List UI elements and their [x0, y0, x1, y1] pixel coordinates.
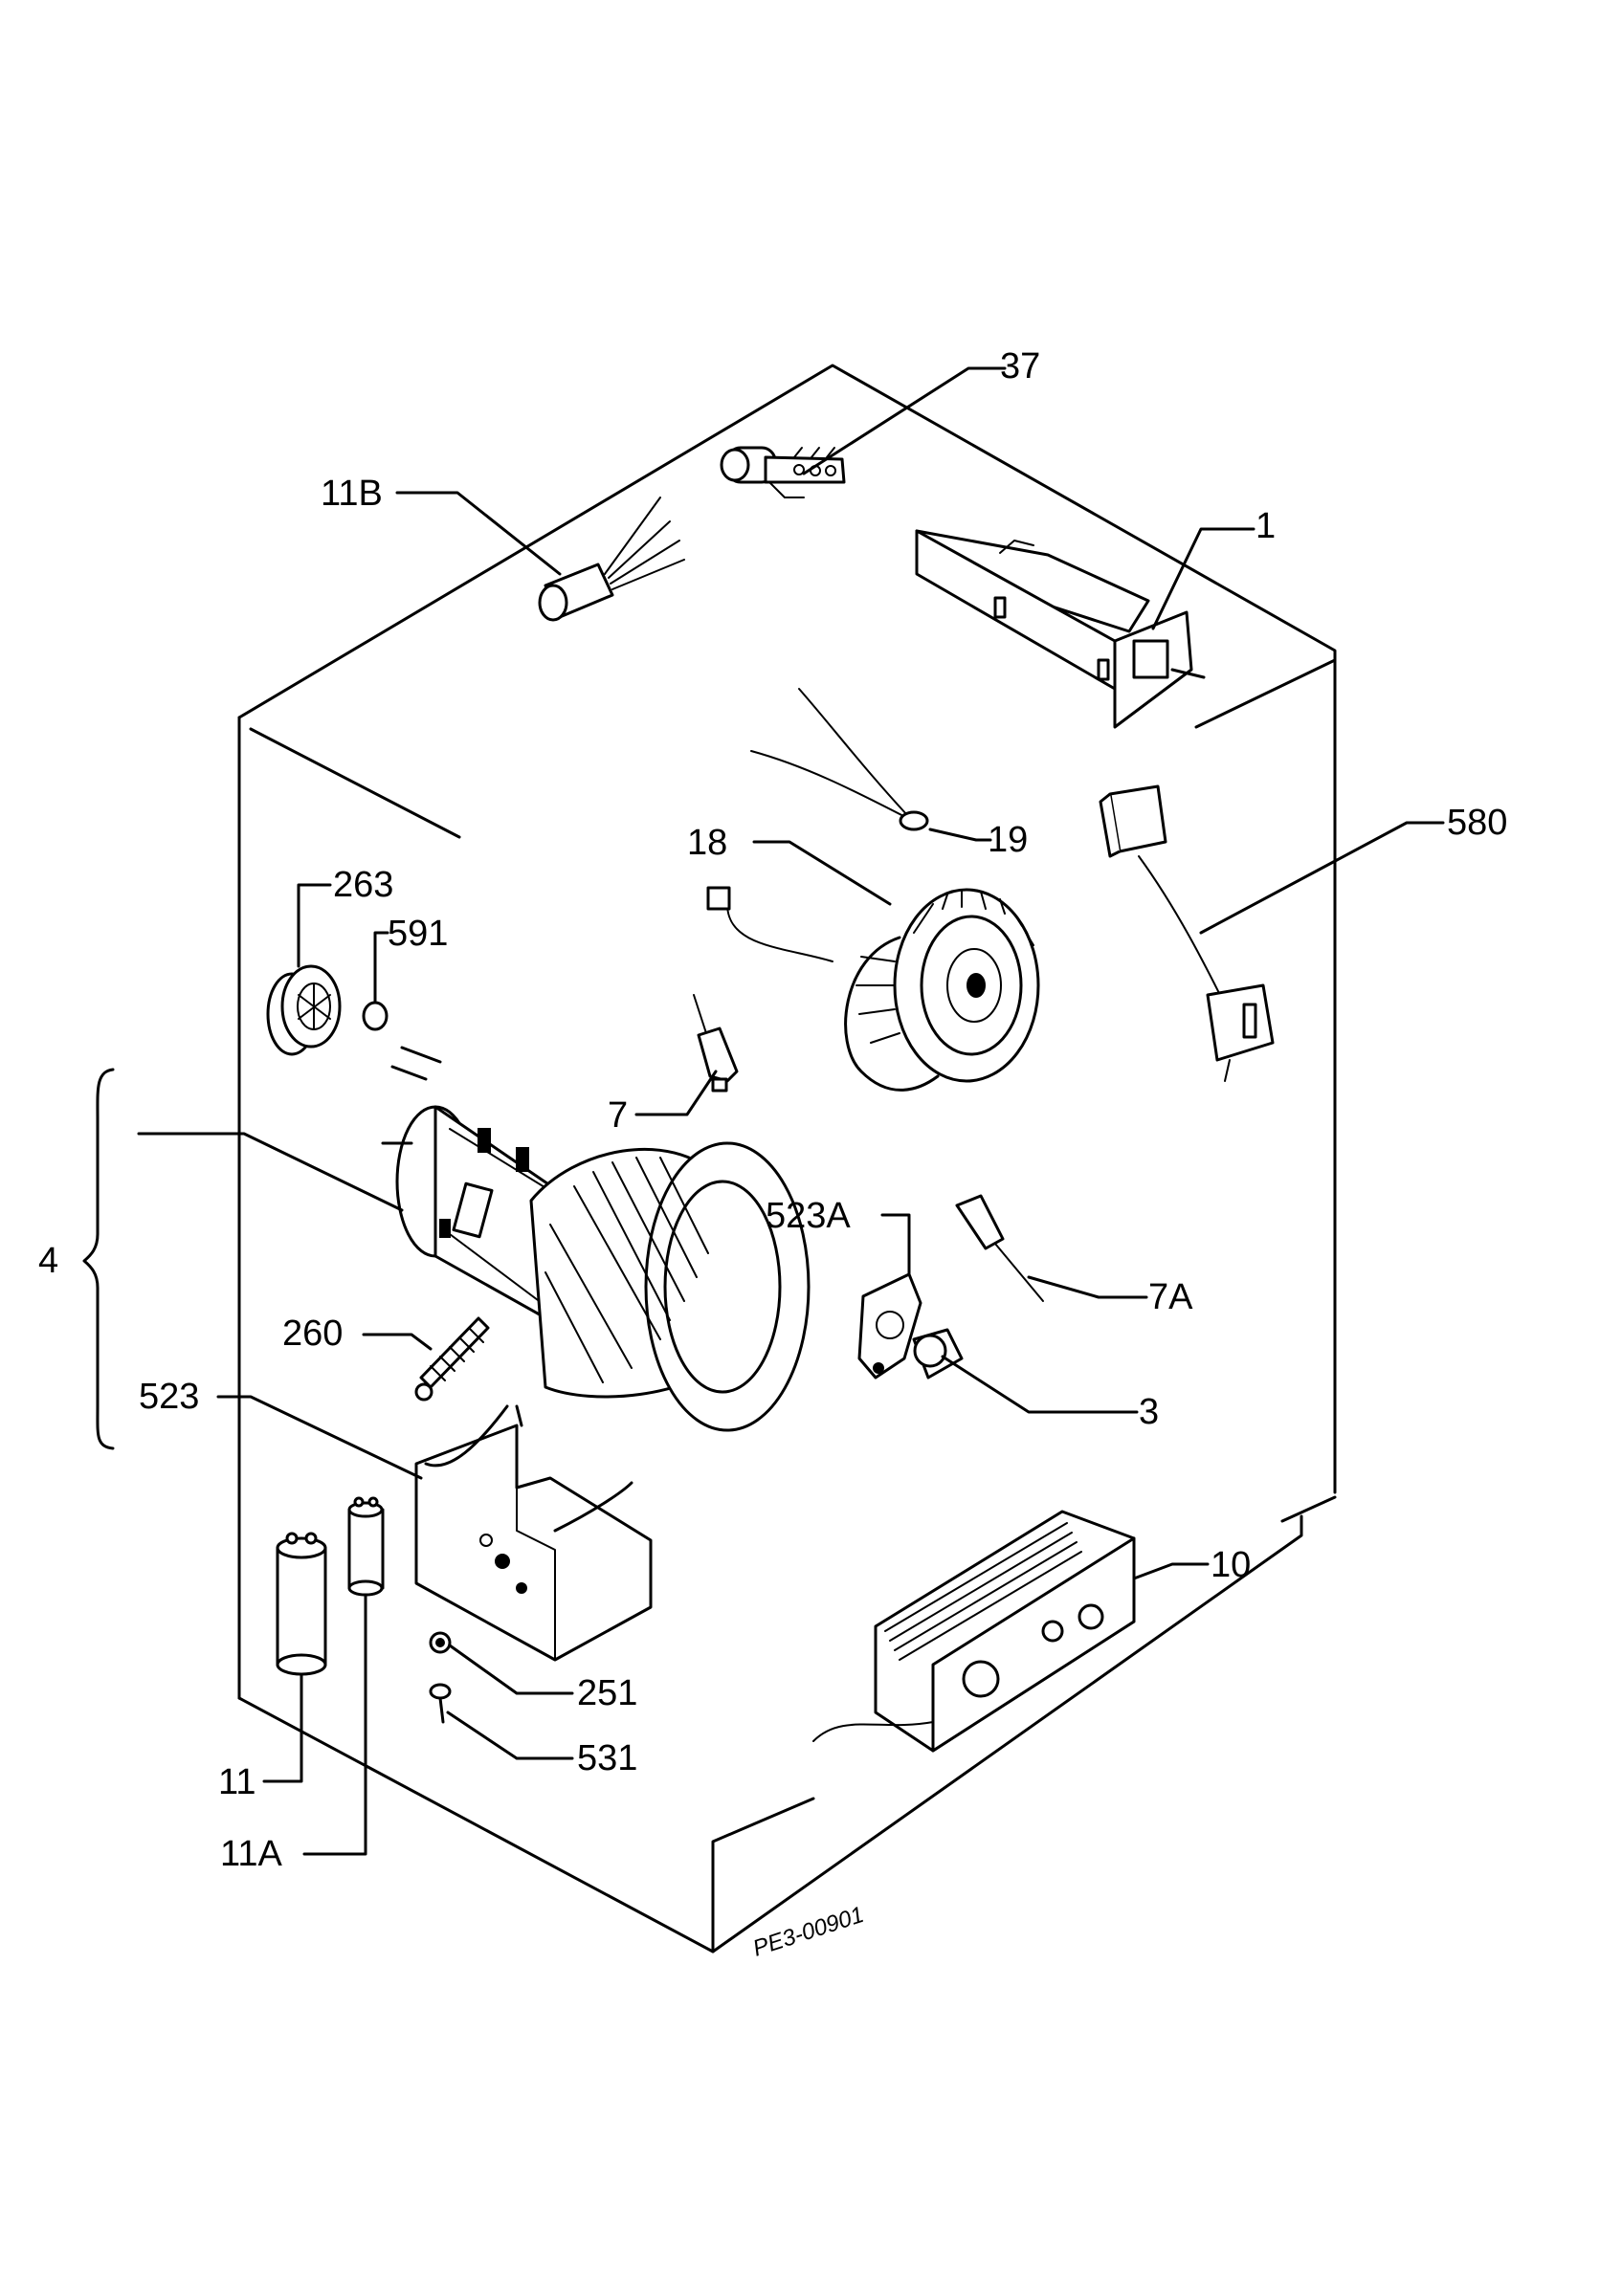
label-260: 260 [282, 1314, 343, 1354]
label-7a: 7A [1148, 1277, 1193, 1317]
label-7: 7 [608, 1095, 628, 1136]
label-19: 19 [988, 820, 1028, 860]
label-18: 18 [687, 823, 727, 863]
part-7 [693, 994, 739, 1093]
part-531 [429, 1683, 452, 1724]
part-7a [955, 1194, 1044, 1302]
label-523: 523 [139, 1377, 199, 1417]
part-37 [720, 446, 846, 498]
part-263 [266, 964, 342, 1056]
label-11b: 11B [321, 474, 383, 514]
label-531: 531 [577, 1738, 637, 1778]
part-1 [915, 529, 1206, 729]
label-4: 4 [38, 1241, 58, 1281]
label-10: 10 [1211, 1545, 1251, 1585]
label-591: 591 [388, 914, 448, 954]
part-18 [706, 886, 1040, 1092]
part-260 [414, 1316, 490, 1402]
part-11a [347, 1496, 385, 1597]
leader-lines [137, 366, 1445, 1856]
label-11: 11 [218, 1762, 256, 1802]
label-1: 1 [1255, 506, 1276, 546]
part-19 [750, 688, 929, 831]
part-10 [812, 1510, 1136, 1753]
label-37: 37 [1000, 346, 1040, 386]
part-11 [276, 1532, 327, 1676]
label-11a: 11A [220, 1834, 282, 1874]
label-3: 3 [1139, 1392, 1159, 1432]
part-4-motor [381, 1046, 811, 1432]
assembly-brace [82, 1068, 115, 1450]
label-580: 580 [1447, 803, 1507, 843]
label-263: 263 [333, 865, 393, 905]
label-523a: 523A [766, 1196, 851, 1236]
part-251 [429, 1631, 452, 1654]
label-251: 251 [577, 1673, 637, 1713]
part-523a [857, 1272, 922, 1380]
part-591 [362, 1001, 389, 1031]
cabinet-outline [237, 364, 1337, 1954]
drawing-code: PE3-00901 [750, 1902, 868, 1962]
part-580 [1099, 784, 1275, 1082]
part-3 [912, 1328, 964, 1380]
part-523 [414, 1404, 653, 1662]
part-11b [538, 497, 685, 622]
